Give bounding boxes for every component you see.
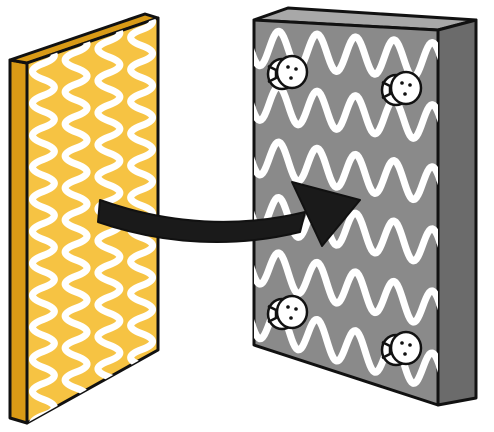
source-squiggle-line: [127, 18, 157, 386]
source-squiggle-pattern: [28, 18, 157, 423]
target-wave-line: [254, 194, 438, 265]
clip-icons: [266, 54, 423, 367]
clip-icon-bottom-left: [266, 294, 309, 331]
clip-icon-top-right: [380, 70, 423, 107]
source-panel-edge: [8, 58, 29, 425]
source-squiggle-line: [28, 43, 58, 423]
target-panel: [252, 6, 478, 407]
clip-icon-top-left: [266, 54, 309, 91]
transfer-arrow: [97, 181, 361, 247]
arrow-head: [291, 181, 361, 247]
source-squiggle-line: [94, 21, 124, 397]
arrow-shaft: [97, 199, 306, 244]
target-panel-side: [436, 18, 478, 407]
source-panel: [8, 12, 160, 425]
source-panel-face: [25, 16, 160, 425]
target-wave-line: [254, 249, 438, 326]
source-squiggle-line: [61, 32, 91, 423]
clip-icon-bottom-right: [380, 330, 423, 367]
target-wave-line: [254, 138, 438, 204]
